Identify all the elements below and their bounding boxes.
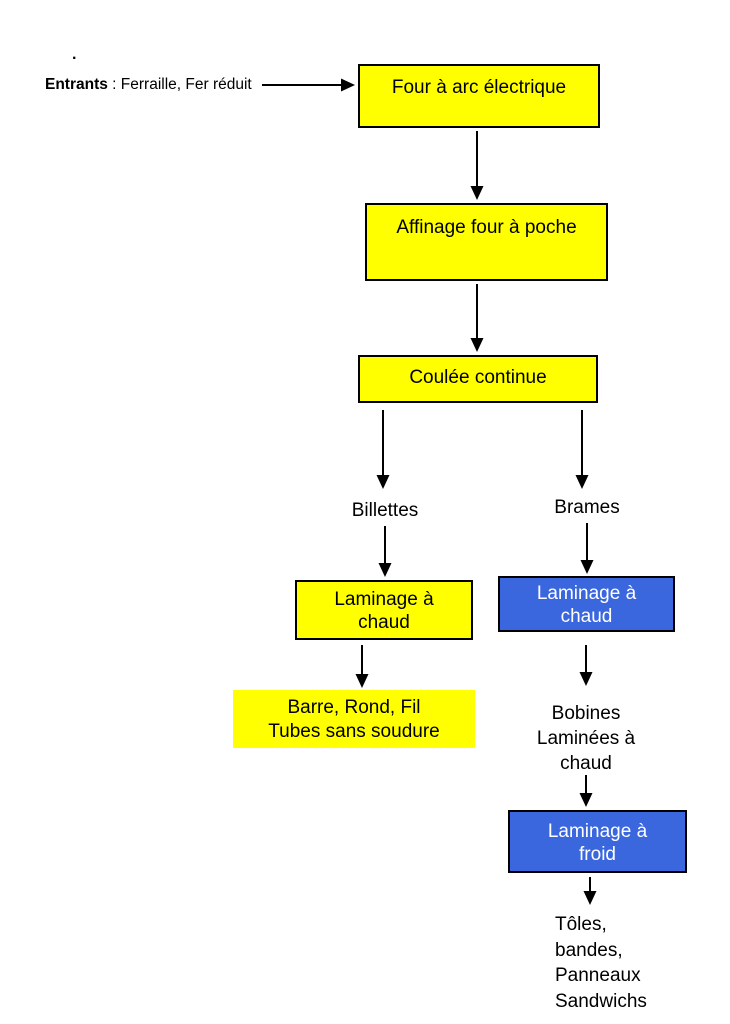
label-line: bandes, [555,939,623,961]
node-label: Coulée continue [409,367,547,388]
node-label-line: Laminage à [536,583,637,604]
node-label-line: Laminage à [334,589,434,610]
label-line: Bobines [551,703,621,724]
label-toles-bandes-panneaux-sandwichs: Tôles, bandes, Panneaux Sandwichs [555,912,685,1014]
node-laminage-a-chaud-left: Laminage à chaud [295,580,473,640]
node-label: Four à arc électrique [391,77,567,98]
node-barre-rond-fil-tubes: Barre, Rond, Fil Tubes sans soudure [233,690,475,748]
entrants-label-rest: : Ferraille, Fer réduit [107,76,252,93]
label-line: chaud [560,753,612,774]
node-coulee-continue: Coulée continue [358,355,598,403]
node-label: Affinage four à poche [396,217,577,238]
node-label-line: chaud [560,606,613,627]
entrants-label-bold: Entrants [45,76,108,93]
node-label-line: Tubes sans soudure [268,721,440,742]
node-laminage-a-froid: Laminage à froid [508,810,687,873]
node-laminage-a-chaud-right: Laminage à chaud [498,576,675,632]
node-affinage-four-a-poche: Affinage four à poche [365,203,608,281]
label-line: Laminées à [536,728,636,749]
label-line: Tôles, [555,914,607,935]
label-billettes: Billettes [351,500,419,521]
node-label-line: Barre, Rond, Fil [287,697,421,718]
entrants-label: Entrants : Ferraille, Fer réduit [45,76,252,94]
node-label-line: froid [579,844,616,865]
label-brames: Brames [554,497,620,518]
label-line: Sandwichs [555,990,647,1012]
label-bobines-laminees-a-chaud: Bobines Laminées à chaud [525,701,647,776]
node-four-a-arc-electrique: Four à arc électrique [358,64,600,128]
node-label-line: chaud [358,612,410,633]
node-label-line: Laminage à [547,821,648,842]
stray-dot: . [72,46,77,63]
label-line: Panneaux [555,965,641,986]
